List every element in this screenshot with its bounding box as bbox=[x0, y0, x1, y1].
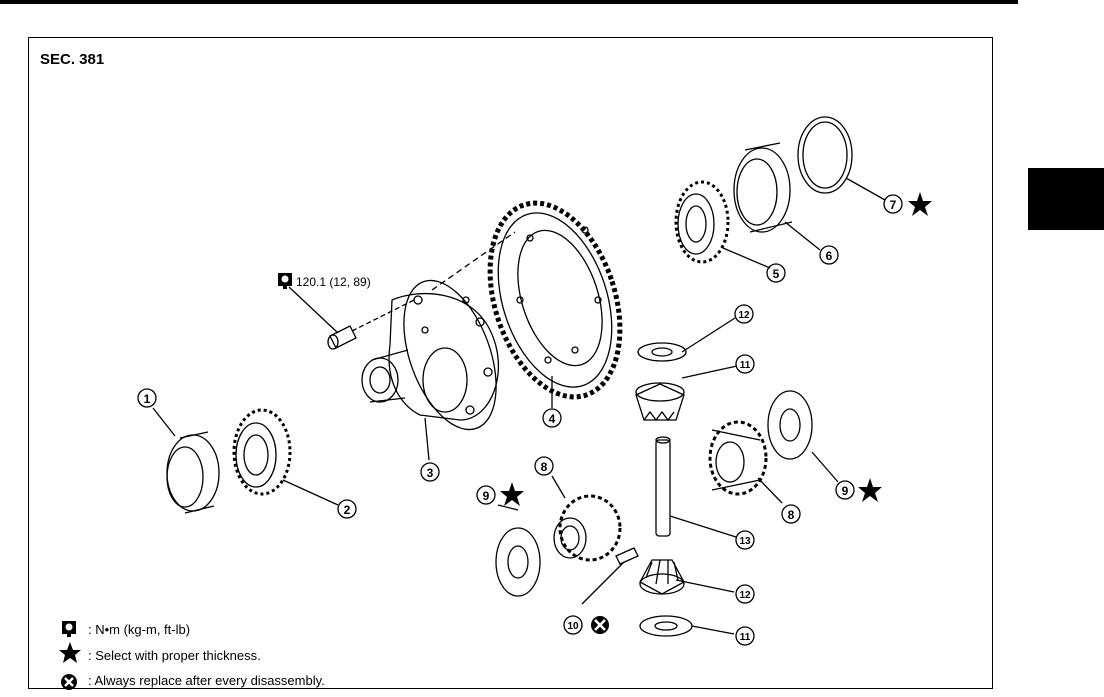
callout-12-lower: 12 bbox=[735, 584, 755, 604]
svg-text:9: 9 bbox=[842, 484, 849, 498]
callout-8-right: 8 bbox=[781, 504, 801, 524]
callout-11-upper: 11 bbox=[735, 354, 755, 374]
legend-torque-icon bbox=[62, 621, 76, 637]
star-icon-9-left bbox=[500, 482, 524, 506]
svg-text:4: 4 bbox=[549, 412, 556, 426]
diagram-frame bbox=[28, 37, 993, 689]
callout-3: 3 bbox=[420, 462, 440, 482]
callout-13: 13 bbox=[735, 530, 755, 550]
callout-4: 4 bbox=[542, 408, 562, 428]
section-index-tab bbox=[1028, 168, 1104, 230]
star-icon-7 bbox=[908, 192, 932, 216]
side-gear-thrust-washer-9-right bbox=[767, 390, 813, 460]
svg-text:5: 5 bbox=[773, 267, 780, 281]
lock-pin-10 bbox=[615, 547, 639, 565]
side-gear-8-left bbox=[553, 494, 622, 562]
svg-text:9: 9 bbox=[483, 489, 490, 503]
svg-text:12: 12 bbox=[739, 590, 751, 601]
legend-star-icon bbox=[59, 642, 81, 663]
callout-11-lower: 11 bbox=[735, 626, 755, 646]
pinion-mate-shaft-13 bbox=[655, 436, 671, 537]
legend-select-text: : Select with proper thickness. bbox=[88, 648, 261, 663]
torque-spec: 120.1 (12, 89) bbox=[296, 275, 371, 289]
differential-case bbox=[361, 279, 499, 431]
legend-replace-text: : Always replace after every disassembly… bbox=[88, 673, 325, 688]
svg-text:8: 8 bbox=[788, 508, 795, 522]
svg-text:1: 1 bbox=[144, 392, 151, 406]
svg-text:6: 6 bbox=[826, 249, 833, 263]
svg-text:10: 10 bbox=[567, 621, 579, 632]
callout-1: 1 bbox=[137, 388, 157, 408]
pinion-mate-thrust-washer-11 bbox=[639, 615, 693, 637]
bearing-outer-race-6 bbox=[733, 142, 793, 233]
replace-icon-10 bbox=[591, 616, 609, 634]
callouts: 1 2 3 4 5 6 7 8 8 9 9 10 11 11 12 12 13 bbox=[137, 194, 903, 646]
callout-12-upper: 12 bbox=[734, 304, 754, 324]
callout-9-left: 9 bbox=[476, 485, 496, 505]
side-gear-thrust-washer-9-left bbox=[495, 527, 541, 597]
svg-text:11: 11 bbox=[740, 360, 751, 371]
svg-text:7: 7 bbox=[890, 198, 897, 212]
callout-8-left: 8 bbox=[534, 456, 554, 476]
torque-icon bbox=[278, 273, 292, 289]
legend-replace-icon bbox=[61, 674, 77, 690]
bolt bbox=[288, 231, 516, 350]
svg-text:12: 12 bbox=[738, 310, 750, 321]
adjusting-shim-7 bbox=[797, 116, 853, 194]
side-bearing-5 bbox=[674, 180, 730, 264]
callout-10: 10 bbox=[563, 615, 583, 635]
callout-2: 2 bbox=[337, 499, 357, 519]
select-thickness-stars bbox=[500, 192, 932, 506]
svg-text:3: 3 bbox=[427, 466, 434, 480]
pinion-mate-gear-12 bbox=[639, 559, 685, 595]
svg-text:13: 13 bbox=[739, 536, 751, 547]
callout-7: 7 bbox=[883, 194, 903, 214]
leader-lines bbox=[152, 177, 886, 635]
callout-9-right: 9 bbox=[835, 480, 855, 500]
legend-torque-text: : N•m (kg-m, ft-lb) bbox=[88, 622, 191, 637]
callout-5: 5 bbox=[766, 263, 786, 283]
svg-text:11: 11 bbox=[740, 632, 751, 643]
star-icon-9-right bbox=[858, 478, 882, 502]
pinion-mate-thrust-washer-12 bbox=[637, 342, 687, 362]
svg-text:2: 2 bbox=[344, 503, 351, 517]
page-top-rule bbox=[0, 0, 1018, 4]
section-label: SEC. 381 bbox=[40, 51, 105, 68]
svg-text:8: 8 bbox=[541, 460, 548, 474]
side-bearing-2 bbox=[232, 408, 292, 496]
pinion-mate-gear-11 bbox=[635, 382, 685, 422]
side-gear-8-right bbox=[708, 420, 768, 496]
callout-6: 6 bbox=[819, 245, 839, 265]
final-gear bbox=[487, 200, 623, 400]
bearing-outer-race-1 bbox=[166, 431, 220, 514]
